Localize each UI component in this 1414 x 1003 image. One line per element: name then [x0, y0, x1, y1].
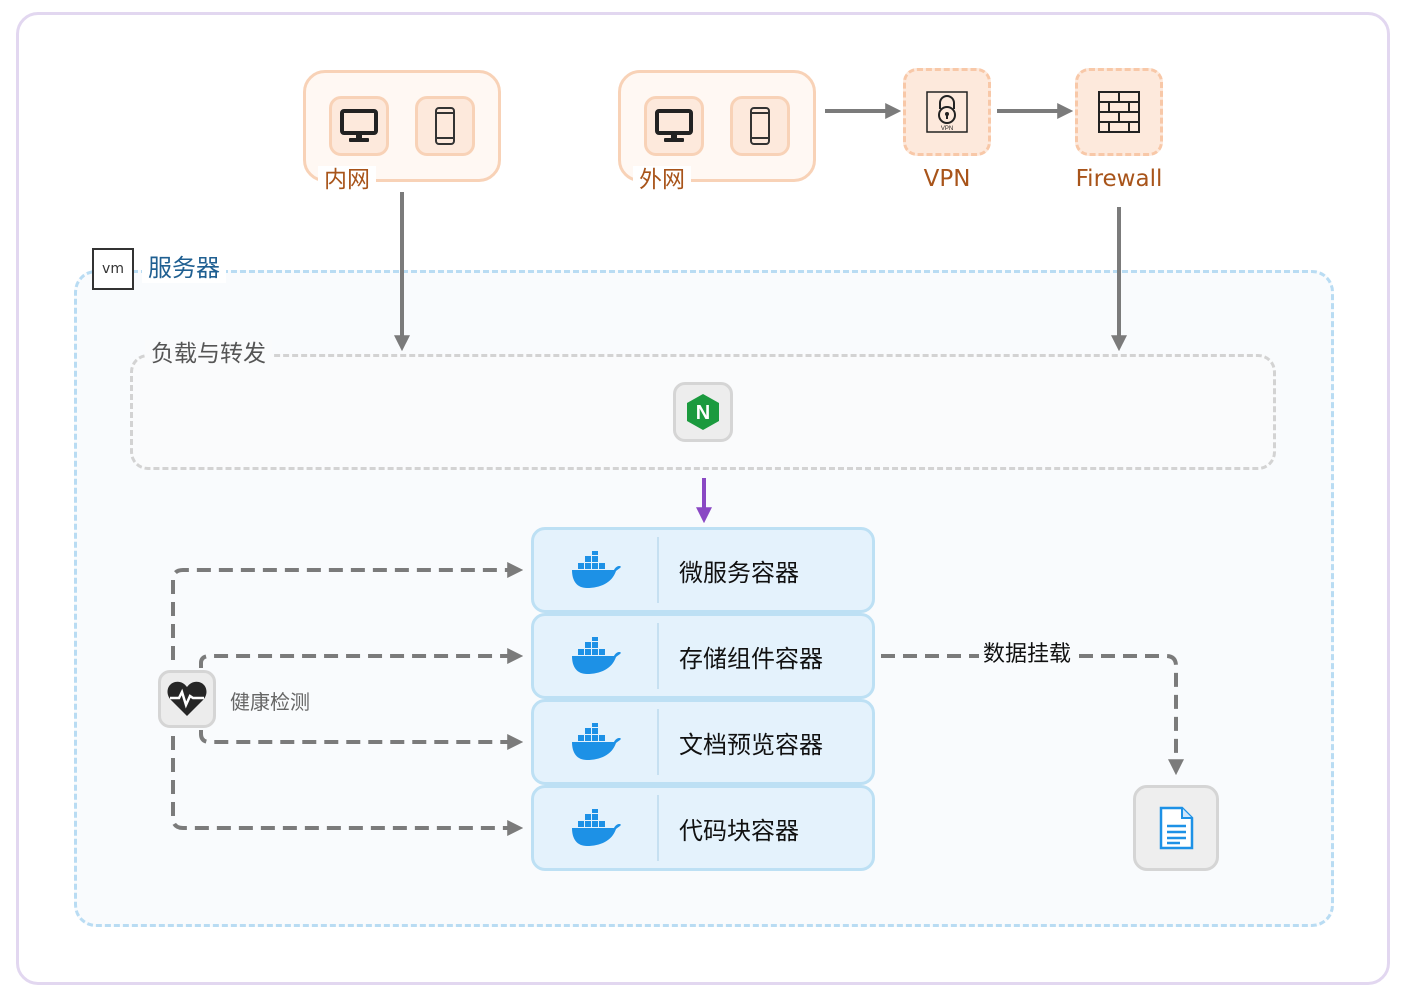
firewall-label: Firewall: [1075, 166, 1163, 192]
vpn-node: VPN: [903, 68, 991, 156]
health-link-microservice: [171, 562, 524, 660]
extranet-mobile-tile: [730, 96, 790, 156]
health-check-label: 健康检测: [230, 690, 310, 714]
mobile-icon: [750, 107, 770, 145]
document-storage-node: [1133, 785, 1219, 871]
docker-icon: [571, 723, 621, 760]
data-mount-label: 数据挂载: [979, 641, 1076, 669]
container-storage: 存储组件容器: [531, 613, 875, 699]
container-name: 文档预览容器: [679, 730, 823, 759]
desktop-icon: [340, 109, 378, 142]
firewall-icon: [1098, 91, 1140, 133]
desktop-icon: [655, 109, 693, 142]
document-icon: [1159, 806, 1194, 850]
container-name: 代码块容器: [679, 816, 799, 845]
intranet-mobile-tile: [415, 96, 475, 156]
health-link-storage: [199, 648, 524, 668]
health-check-node: [158, 670, 216, 728]
load-balancer-box: [130, 354, 1276, 470]
nginx-node: N: [673, 382, 733, 442]
docker-icon: [571, 637, 621, 674]
vm-badge-text: vm: [102, 261, 124, 277]
docker-icon: [571, 551, 621, 588]
health-link-code-block: [171, 736, 524, 836]
server-label: 服务器: [142, 253, 226, 283]
container-microservice: 微服务容器: [531, 527, 875, 613]
container-name: 存储组件容器: [679, 644, 823, 673]
nginx-letter: N: [696, 402, 710, 424]
intranet-desktop-tile: [329, 96, 389, 156]
health-link-doc-preview: [199, 730, 524, 750]
intranet-label: 内网: [318, 166, 376, 194]
container-name: 微服务容器: [679, 558, 799, 587]
vpn-icon-text: VPN: [941, 126, 953, 132]
vm-icon: vm: [92, 248, 134, 290]
load-balancer-label: 负载与转发: [145, 340, 272, 368]
nginx-icon: N: [687, 394, 719, 430]
container-doc-preview: 文档预览容器: [531, 699, 875, 785]
heartbeat-icon: [167, 681, 207, 716]
mobile-icon: [435, 107, 455, 145]
vpn-label: VPN: [923, 166, 971, 192]
firewall-node: [1075, 68, 1163, 156]
docker-icon: [571, 809, 621, 846]
extranet-desktop-tile: [644, 96, 704, 156]
data-mount-link: [881, 654, 1184, 776]
extranet-label: 外网: [633, 166, 691, 194]
diagram-frame: [16, 12, 1390, 985]
container-code-block: 代码块容器: [531, 785, 875, 871]
vpn-lock-icon: VPN: [926, 91, 968, 133]
